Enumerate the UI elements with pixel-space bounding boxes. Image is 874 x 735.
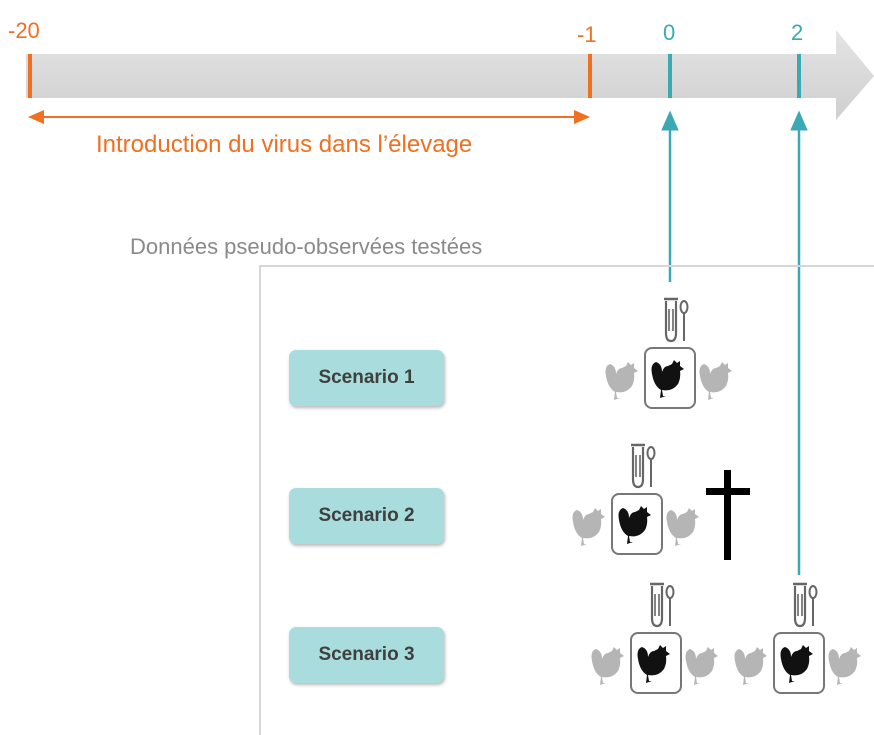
scenario-1-button[interactable]: Scenario 1 xyxy=(289,350,444,406)
chicken-icon xyxy=(591,647,624,685)
chicken-icon xyxy=(605,362,638,400)
chicken-icon xyxy=(666,508,699,546)
chicken-icon xyxy=(828,647,861,685)
scenario-3-button[interactable]: Scenario 3 xyxy=(289,627,444,683)
tick-label-minus20: -20 xyxy=(8,18,40,43)
tick-label-2: 2 xyxy=(791,20,804,45)
scenario-1-chickens xyxy=(605,297,732,409)
tick-label-minus1: -1 xyxy=(577,22,597,47)
scenario-3-chickens-day0 xyxy=(591,582,718,694)
chicken-icon xyxy=(572,508,605,546)
diagram: -20 -1 0 2 Introduction du virus dans l’… xyxy=(8,18,874,735)
panel-title: Données pseudo-observées testées xyxy=(130,234,483,259)
scenario-2-button[interactable]: Scenario 2 xyxy=(289,488,444,544)
timeline-graphic xyxy=(26,30,874,575)
introduction-label: Introduction du virus dans l’élevage xyxy=(96,131,473,158)
test-tube-icon xyxy=(648,582,675,628)
scenario-panel xyxy=(259,265,874,735)
death-cross-icon xyxy=(706,470,750,560)
chicken-icon xyxy=(734,647,767,685)
timeline-arrow xyxy=(26,30,874,120)
test-tube-icon xyxy=(791,582,818,628)
chicken-icon xyxy=(699,362,732,400)
chicken-icon xyxy=(685,647,718,685)
test-tube-icon xyxy=(629,443,656,489)
scenario-2-chickens xyxy=(572,443,699,555)
tick-label-0: 0 xyxy=(663,20,676,45)
test-tube-icon xyxy=(662,297,689,343)
scenario-3-chickens-day2 xyxy=(734,582,861,694)
